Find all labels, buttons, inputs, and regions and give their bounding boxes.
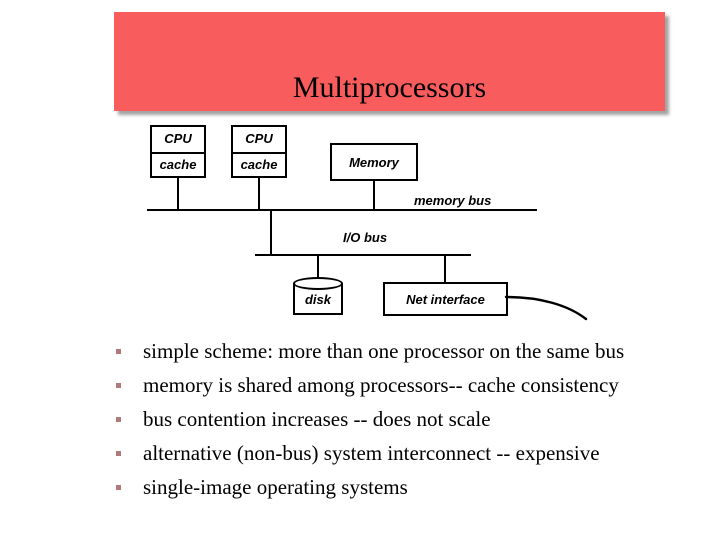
memory-to-io-bridge	[270, 209, 272, 255]
cpu2-bus-connector	[258, 178, 260, 210]
cpu2-cache-label: cache	[240, 157, 278, 172]
page-title: Multiprocessors	[292, 71, 487, 104]
disk-bus-connector	[317, 254, 319, 280]
list-item: simple scheme: more than one processor o…	[112, 334, 712, 368]
memory-bus-connector	[373, 181, 375, 210]
memory-label: Memory	[349, 155, 399, 170]
cpu2-divider	[233, 152, 285, 154]
net-interface-bus-connector	[444, 254, 446, 283]
memory-bus-line	[147, 209, 537, 211]
bullet-marker-icon	[116, 450, 121, 456]
list-item-text: bus contention increases -- does not sca…	[143, 407, 491, 431]
list-item-text: single-image operating systems	[143, 475, 408, 499]
list-item-text: simple scheme: more than one processor o…	[143, 339, 625, 363]
multiprocessor-architecture-diagram: CPU cache CPU cache Memory memory bus I/…	[147, 125, 588, 321]
cpu1-label: CPU	[164, 131, 192, 146]
disk-cylinder-top	[293, 277, 343, 290]
disk-cylinder-body	[293, 284, 343, 315]
cpu1-divider	[152, 152, 204, 154]
network-link-curve	[504, 295, 588, 321]
bullet-marker-icon	[116, 484, 121, 490]
io-bus-label: I/O bus	[343, 230, 388, 245]
net-interface-label: Net interface	[406, 292, 485, 307]
bullet-list: simple scheme: more than one processor o…	[112, 334, 712, 504]
cpu1-bus-connector	[177, 178, 179, 210]
cpu2-box: CPU cache	[231, 125, 287, 178]
cpu2-label: CPU	[245, 131, 273, 146]
bullet-marker-icon	[116, 382, 121, 388]
title-banner: Multiprocessors	[114, 12, 665, 111]
io-bus-line	[255, 254, 471, 256]
cpu1-box: CPU cache	[150, 125, 206, 178]
memory-box: Memory	[330, 143, 418, 181]
disk-label: disk	[304, 292, 331, 307]
list-item: memory is shared among processors-- cach…	[112, 368, 712, 402]
list-item-text: alternative (non-bus) system interconnec…	[143, 441, 600, 465]
memory-bus-label: memory bus	[414, 193, 492, 208]
bullet-marker-icon	[116, 348, 121, 354]
cpu1-cache-label: cache	[159, 157, 197, 172]
net-interface-box: Net interface	[383, 282, 508, 316]
bullet-marker-icon	[116, 416, 121, 422]
list-item-text: memory is shared among processors-- cach…	[143, 373, 619, 397]
list-item: single-image operating systems	[112, 470, 712, 504]
list-item: alternative (non-bus) system interconnec…	[112, 436, 712, 470]
list-item: bus contention increases -- does not sca…	[112, 402, 712, 436]
